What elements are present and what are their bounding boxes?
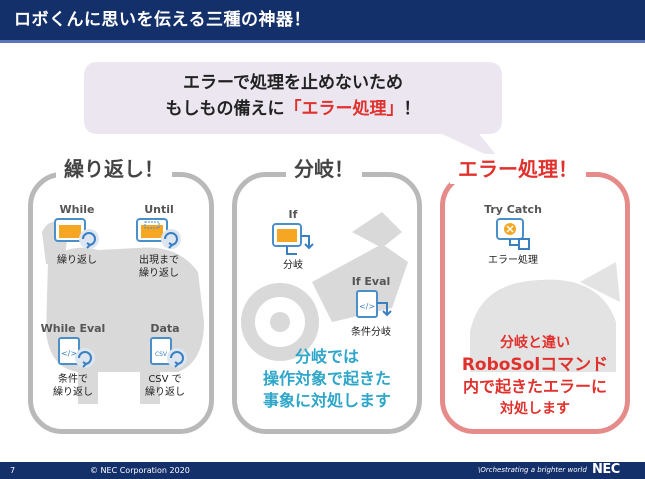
loop-panel-title: 繰り返し！ [56, 154, 172, 184]
bubble-line-2-suffix: ！ [403, 99, 421, 119]
data-caption-line-1: CSV で [148, 374, 182, 385]
while-eval-icon: </> [58, 337, 95, 368]
try-catch-icon [496, 218, 530, 250]
if-eval-icon: </> [356, 290, 392, 318]
if-command: If 分岐 [258, 208, 328, 272]
while-eval-caption-line-1: 条件で [58, 374, 88, 385]
branch-description: 分岐では 操作対象で起きた 事象に対処します [232, 346, 422, 412]
while-eval-command: While Eval </> 条件で 繰り返し [38, 322, 108, 399]
error-panel-title: エラー処理！ [450, 154, 586, 184]
error-desc-line-4: 対処します [500, 401, 570, 417]
bubble-line-2: もしもの備えに「エラー処理」！ [84, 96, 502, 122]
error-panel [440, 172, 630, 434]
until-command: Until 出現まで 繰り返し [124, 203, 194, 280]
error-desc-line-2: RoboSolコマンド [461, 355, 609, 375]
data-caption: CSV で 繰り返し [130, 373, 200, 399]
while-icon [54, 218, 99, 249]
while-command: While 繰り返し [42, 203, 112, 267]
error-description: 分岐と違い RoboSolコマンド 内で起きたエラーに 対処します [440, 332, 630, 420]
error-desc-line-1: 分岐と違い [500, 335, 570, 351]
speech-bubble-shape [84, 62, 502, 162]
branch-desc-line-1: 分岐では [294, 347, 359, 366]
until-caption: 出現まで 繰り返し [124, 254, 194, 280]
until-caption-line-1: 出現まで [139, 255, 179, 266]
svg-text:</>: </> [359, 302, 375, 311]
until-caption-line-2: 繰り返し [139, 268, 179, 279]
until-icon [136, 218, 181, 249]
try-catch-command: Try Catch エラー処理 [478, 203, 548, 267]
if-icon [272, 223, 314, 255]
while-eval-label: While Eval [40, 322, 106, 335]
if-eval-caption: 条件分岐 [351, 327, 391, 338]
robot-silhouette-icon [470, 262, 620, 372]
page-number: 7 [10, 466, 16, 475]
branch-desc-line-3: 事象に対処します [262, 391, 391, 410]
title-underline [0, 40, 645, 43]
while-caption: 繰り返し [57, 255, 97, 266]
nec-logo: NEC [592, 462, 620, 477]
until-label: Until [144, 203, 174, 216]
branch-panel-title: 分岐！ [286, 154, 362, 184]
copyright: © NEC Corporation 2020 [90, 466, 190, 475]
speech-bubble: エラーで処理を止めないため もしもの備えに「エラー処理」！ [84, 62, 502, 162]
if-eval-command: If Eval </> 条件分岐 [336, 275, 406, 339]
data-command: Data CSV CSV で 繰り返し [130, 322, 200, 399]
if-label: If [288, 208, 298, 221]
while-eval-caption-line-2: 繰り返し [53, 387, 93, 398]
branch-desc-line-2: 操作対象で起きた [262, 369, 391, 388]
slide-footer: 7 © NEC Corporation 2020 \Orchestrating … [0, 462, 645, 479]
csv-file-icon: CSV [150, 337, 187, 368]
bubble-line-2-prefix: もしもの備えに [165, 99, 285, 119]
svg-text:CSV: CSV [155, 351, 168, 358]
data-label: Data [150, 322, 180, 335]
while-eval-caption: 条件で 繰り返し [38, 373, 108, 399]
if-caption: 分岐 [283, 260, 303, 271]
while-label: While [59, 203, 95, 216]
try-catch-caption: エラー処理 [488, 255, 538, 266]
slide-title: ロボくんに思いを伝える三種の神器！ [0, 0, 645, 40]
svg-text:</>: </> [61, 349, 77, 358]
try-catch-label: Try Catch [484, 203, 542, 216]
branch-panel [232, 172, 422, 434]
if-eval-label: If Eval [351, 275, 391, 288]
error-desc-line-3: 内で起きたエラーに [462, 377, 607, 396]
bubble-highlight: 「エラー処理」 [284, 99, 404, 119]
bubble-line-1: エラーで処理を止めないため [183, 73, 403, 93]
tagline: \Orchestrating a brighter world [478, 466, 587, 474]
data-caption-line-2: 繰り返し [145, 387, 185, 398]
